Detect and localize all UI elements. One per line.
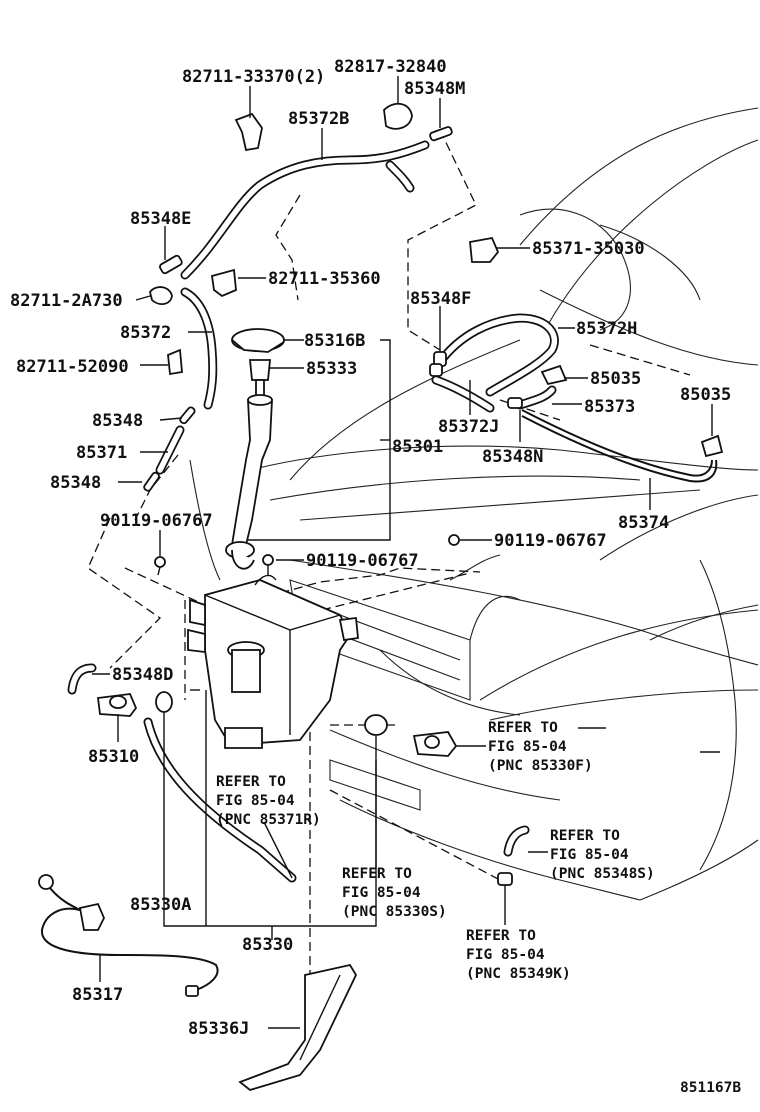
cap-85316B: [231, 328, 285, 353]
inlet-85301: [225, 394, 273, 570]
label-85035-a: 85035: [590, 369, 641, 389]
figure-code: 851167B: [680, 1080, 741, 1096]
refer-85330F: REFER TO FIG 85-04 (PNC 85330F): [488, 720, 593, 774]
refer-85330S: REFER TO FIG 85-04 (PNC 85330S): [342, 866, 447, 920]
label-90119-06767-a: 90119-06767: [100, 511, 213, 531]
refer-line: REFER TO: [466, 928, 536, 944]
hose-85373: [515, 385, 557, 410]
strainer-85333: [249, 359, 271, 401]
label-85372B: 85372B: [288, 109, 349, 129]
refer-line: FIG 85-04: [342, 885, 421, 901]
label-85330A: 85330A: [130, 895, 191, 915]
label-82711-33370: 82711-33370(2): [182, 67, 325, 87]
label-85372H: 85372H: [576, 319, 637, 339]
label-85348-a: 85348: [92, 411, 143, 431]
refer-line: (PNC 85330S): [342, 904, 447, 920]
joint-85349K: [497, 872, 513, 886]
hose-85374: [521, 409, 718, 483]
hose-85371: [155, 425, 185, 475]
bolt-90119-a: [154, 556, 166, 576]
joint-85348N: [507, 397, 523, 409]
label-85372J: 85372J: [438, 417, 499, 437]
bolt-90119-b: [262, 554, 274, 575]
clamp-82711-35360: [210, 268, 237, 298]
label-85348-b: 85348: [50, 473, 101, 493]
label-85035-b: 85035: [680, 385, 731, 405]
hose-85372: [180, 287, 218, 410]
label-85371-35030: 85371-35030: [532, 239, 645, 259]
refer-line: (PNC 85348S): [550, 866, 655, 882]
label-82711-2A730: 82711-2A730: [10, 291, 123, 311]
label-85374: 85374: [618, 513, 669, 533]
hose-85348S: [503, 825, 530, 857]
joint-85348E: [159, 254, 183, 275]
label-85348F: 85348F: [410, 289, 471, 309]
label-85310: 85310: [88, 747, 139, 767]
label-85348E: 85348E: [130, 209, 191, 229]
label-85333: 85333: [306, 359, 357, 379]
clamp-82711-33370: [234, 112, 263, 152]
label-90119-06767-c: 90119-06767: [494, 531, 607, 551]
refer-85349K: REFER TO FIG 85-04 (PNC 85349K): [466, 928, 571, 982]
refer-line: REFER TO: [488, 720, 558, 736]
label-85373: 85373: [584, 397, 635, 417]
label-85372: 85372: [120, 323, 171, 343]
refer-line: (PNC 85330F): [488, 758, 593, 774]
pump-85330F: [412, 731, 458, 757]
clip-near-tank: [254, 574, 277, 586]
nozzle-85035-right: [700, 434, 724, 458]
grommet-85330S: [364, 714, 388, 736]
refer-line: REFER TO: [342, 866, 412, 882]
label-85336J: 85336J: [188, 1019, 249, 1039]
refer-line: REFER TO: [216, 774, 286, 790]
hose-85372H: [431, 313, 559, 413]
grommet-85330A: [155, 691, 173, 713]
refer-line: FIG 85-04: [466, 947, 545, 963]
refer-85348S: REFER TO FIG 85-04 (PNC 85348S): [550, 828, 655, 882]
hose-85372B: [180, 140, 430, 280]
label-85348M: 85348M: [404, 79, 465, 99]
label-85301: 85301: [392, 437, 443, 457]
refer-line: FIG 85-04: [216, 793, 295, 809]
refer-line: (PNC 85371R): [216, 812, 321, 828]
bolt-90119-c: [448, 534, 460, 546]
clamp-82711-2A730: [149, 286, 173, 305]
clamp-82711-52090: [167, 348, 183, 376]
refer-line: FIG 85-04: [488, 739, 567, 755]
label-90119-06767-b: 90119-06767: [306, 551, 419, 571]
label-85371: 85371: [76, 443, 127, 463]
refer-line: (PNC 85349K): [466, 966, 571, 982]
refer-line: FIG 85-04: [550, 847, 629, 863]
part-labels: 82711-33370(2) 82817-32840 85348M 85372B…: [10, 57, 741, 1096]
label-82817-32840: 82817-32840: [334, 57, 447, 77]
wire-85317: [38, 874, 219, 997]
leader-lines: [92, 76, 713, 1029]
label-85316B: 85316B: [304, 331, 365, 351]
label-82711-35360: 82711-35360: [268, 269, 381, 289]
clamp-82817-32840: [383, 102, 413, 130]
tank-85315: [187, 579, 359, 749]
label-82711-52090: 82711-52090: [16, 357, 129, 377]
bracket-85336J: [238, 963, 358, 1091]
label-85348N: 85348N: [482, 447, 543, 467]
hose-85371R: [143, 717, 297, 883]
refer-leaders: [578, 727, 720, 753]
clip-85371-35030: [469, 236, 500, 263]
label-85330: 85330: [242, 935, 293, 955]
hose-85348D: [67, 663, 97, 695]
refer-line: REFER TO: [550, 828, 620, 844]
label-85348D: 85348D: [112, 665, 173, 685]
refer-85371R: REFER TO FIG 85-04 (PNC 85371R): [216, 774, 321, 828]
nozzle-85035-left: [540, 364, 568, 386]
joint-85348M: [429, 126, 453, 142]
label-85317: 85317: [72, 985, 123, 1005]
pump-85310: [96, 693, 138, 717]
